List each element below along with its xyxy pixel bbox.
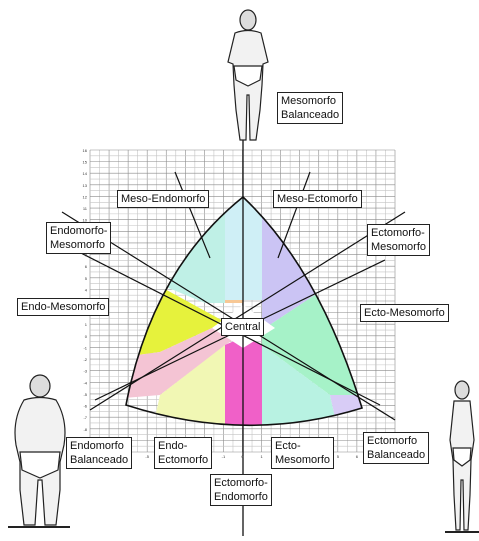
x-tick-label: 0 bbox=[241, 454, 244, 459]
meso-line-left bbox=[174, 171, 211, 259]
label-ectomorfo-balanceado: Ectomorfo Balanceado bbox=[363, 432, 430, 464]
y-tick-label: 0 bbox=[85, 334, 88, 339]
mesomorph-figure-icon bbox=[227, 9, 269, 141]
y-tick-label: 5 bbox=[85, 276, 88, 281]
ectomorph-figure-icon bbox=[449, 380, 475, 531]
label-ectomorfo-mesomorfo: Ectomorfo- Mesomorfo bbox=[367, 224, 431, 256]
y-tick-label: -2 bbox=[83, 357, 87, 362]
region-ecto-mesomorfo-bottom bbox=[262, 345, 340, 426]
label-central: Central bbox=[221, 318, 265, 336]
x-tick-label: -1 bbox=[222, 454, 226, 459]
y-tick-label: -7 bbox=[83, 415, 87, 420]
label-endo-mesomorfo: Endo-Mesomorfo bbox=[17, 298, 110, 316]
y-tick-label: -5 bbox=[83, 392, 87, 397]
x-tick-label: 1 bbox=[260, 454, 263, 459]
y-tick-label: -8 bbox=[83, 427, 87, 432]
y-tick-label: 1 bbox=[85, 322, 88, 327]
label-ecto-mesomorfo: Ecto-Mesomorfo bbox=[360, 304, 449, 322]
endomorph-figure-icon bbox=[14, 374, 66, 526]
label-endomorfo-mesomorfo: Endomorfo- Mesomorfo bbox=[46, 222, 112, 254]
somatochart-outline bbox=[125, 195, 363, 427]
x-tick-label: 6 bbox=[356, 454, 359, 459]
x-tick-label: -5 bbox=[145, 454, 149, 459]
x-tick-label: 5 bbox=[337, 454, 340, 459]
y-tick-label: 14 bbox=[83, 171, 88, 176]
y-tick-label: 7 bbox=[85, 253, 88, 258]
meso-line-right bbox=[277, 171, 311, 259]
y-tick-label: 4 bbox=[85, 287, 88, 292]
y-tick-label: 6 bbox=[85, 264, 88, 269]
y-tick-label: 10 bbox=[83, 218, 88, 223]
label-endomorfo-balanceado: Endomorfo Balanceado bbox=[66, 437, 133, 469]
y-tick-label: 12 bbox=[83, 194, 88, 199]
label-ectomorfo-endomorfo: Ectomorfo- Endomorfo bbox=[210, 474, 272, 506]
y-tick-label: 11 bbox=[83, 206, 88, 211]
y-tick-label: -6 bbox=[83, 404, 87, 409]
y-tick-label: -1 bbox=[83, 345, 87, 350]
label-ecto-mesomorfo-bottom: Ecto- Mesomorfo bbox=[271, 437, 335, 469]
y-tick-label: -4 bbox=[83, 380, 87, 385]
y-tick-label: 13 bbox=[83, 183, 88, 188]
y-tick-label: 16 bbox=[83, 148, 88, 153]
y-tick-label: 15 bbox=[83, 160, 88, 165]
label-mesomorfo-balanceado: Mesomorfo Balanceado bbox=[277, 92, 344, 124]
diag-line-1 bbox=[61, 211, 396, 421]
y-tick-label: -3 bbox=[83, 369, 87, 374]
label-meso-ectomorfo: Meso-Ectomorfo bbox=[273, 190, 362, 208]
label-meso-endomorfo: Meso-Endomorfo bbox=[117, 190, 210, 208]
label-endo-ectomorfo: Endo- Ectomorfo bbox=[154, 437, 213, 469]
